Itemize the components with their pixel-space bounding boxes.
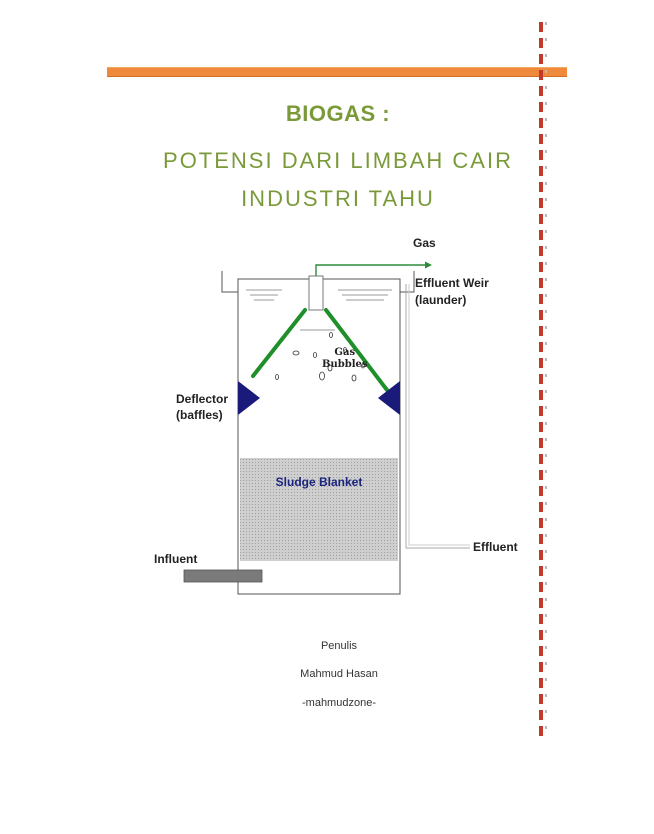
effluent-pipe xyxy=(405,284,470,549)
gas-pipe xyxy=(315,264,430,276)
effluent-pipe-inner xyxy=(408,284,470,546)
effluent-weir-sublabel: (launder) xyxy=(415,293,467,307)
header-rule xyxy=(107,67,567,77)
document-subtitle-line1: POTENSI DARI LIMBAH CAIR xyxy=(163,148,513,173)
author-handle: -mahmudzone- xyxy=(302,697,376,709)
settler-baffle-right xyxy=(324,308,389,392)
deflector-right xyxy=(378,381,400,415)
sludge-blanket xyxy=(240,458,398,561)
effluent-weir-label: Effluent Weir xyxy=(415,276,489,290)
effluent-label: Effluent xyxy=(473,540,518,554)
gas-arrow xyxy=(425,261,432,269)
gas-bubbles-label-line1: Gas xyxy=(334,347,356,358)
margin-dashed-line xyxy=(539,22,543,740)
document-subtitle-line2: INDUSTRI TAHU xyxy=(241,186,435,211)
right-rim xyxy=(400,271,415,293)
sludge-blanket-label: Sludge Blanket xyxy=(275,475,363,489)
water-surface-right xyxy=(338,289,392,301)
author-name: Mahmud Hasan xyxy=(300,668,378,680)
left-rim xyxy=(221,271,238,293)
document-title: BIOGAS : xyxy=(285,101,391,126)
water-surface-left xyxy=(246,289,282,301)
gas-label: Gas xyxy=(413,236,436,250)
deflector-sublabel: (baffles) xyxy=(176,408,223,422)
margin-dotted-line xyxy=(545,22,547,740)
gas-bubbles-label: Gas Bubbles xyxy=(322,347,368,371)
influent-pipe xyxy=(183,569,263,583)
deflector-label: Deflector xyxy=(176,392,229,406)
gas-bubbles-label-line2: Bubbles xyxy=(322,359,368,370)
influent-label: Influent xyxy=(154,552,198,566)
deflector-left xyxy=(238,381,260,415)
author-caption: Penulis xyxy=(320,640,358,652)
settler-baffle-left xyxy=(251,308,307,378)
gas-bubbles xyxy=(275,332,365,382)
gas-collector xyxy=(308,275,324,311)
